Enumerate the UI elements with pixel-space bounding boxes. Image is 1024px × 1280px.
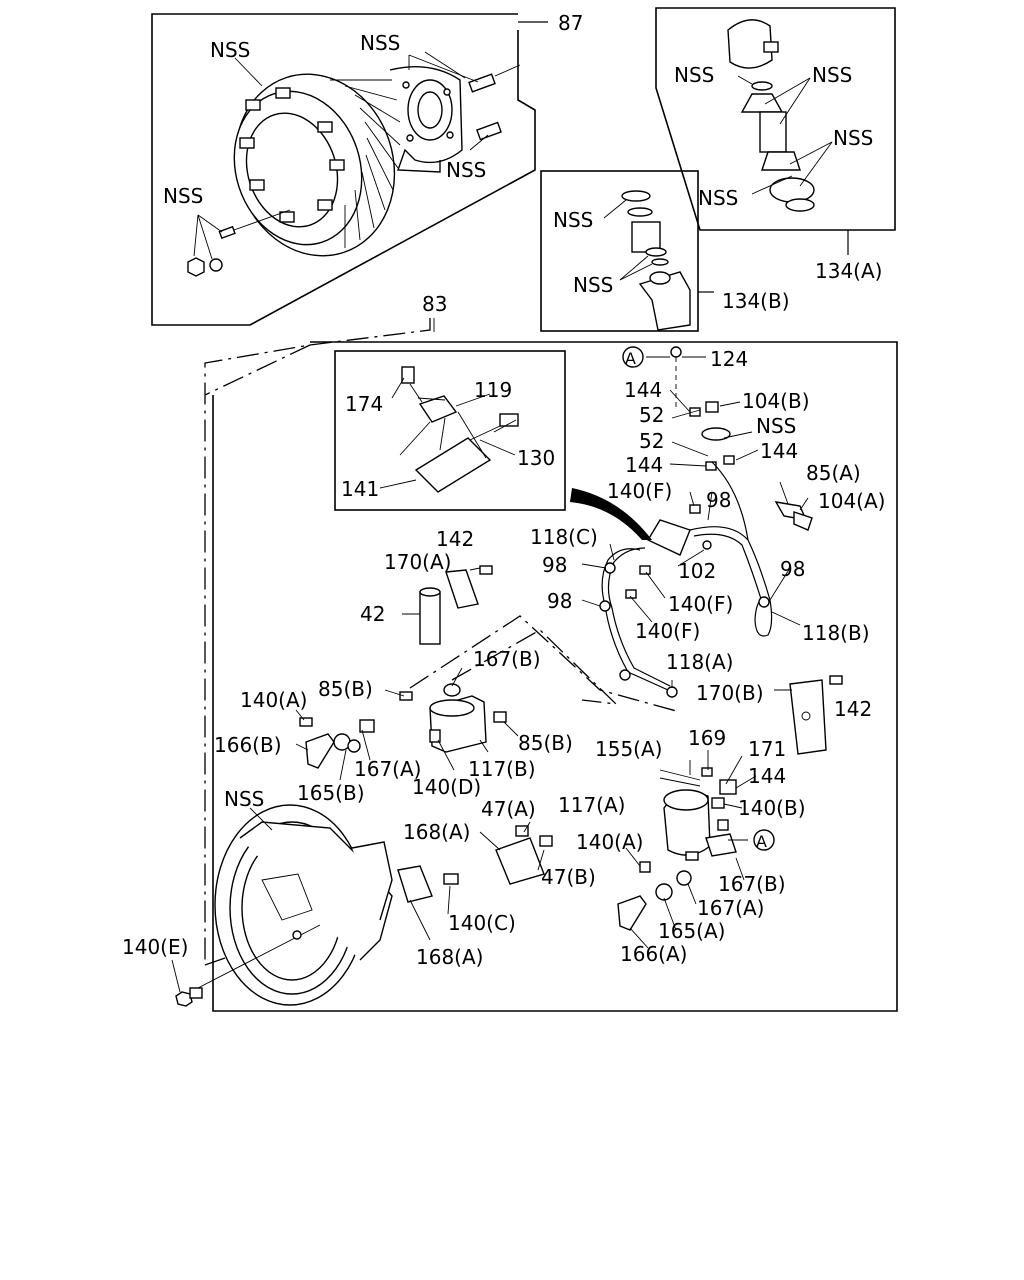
label-118a: 118(A) bbox=[666, 650, 733, 674]
flywheel-housing-drawing bbox=[175, 804, 393, 1007]
label-117a: 117(A) bbox=[558, 793, 625, 817]
label-144-d: 144 bbox=[748, 764, 786, 788]
label-144-b: 144 bbox=[760, 439, 798, 463]
label-130: 130 bbox=[517, 446, 555, 470]
label-167b-b: 167(B) bbox=[718, 872, 786, 896]
label-168a-a: 168(A) bbox=[403, 820, 470, 844]
svg-text:A: A bbox=[625, 349, 636, 368]
fuel-lines-drawing bbox=[570, 346, 813, 698]
label-171: 171 bbox=[748, 737, 786, 761]
label-140d: 140(D) bbox=[412, 775, 481, 799]
sensor-119-drawing bbox=[379, 366, 519, 493]
label-nss-nut: NSS bbox=[163, 184, 203, 208]
label-47a: 47(A) bbox=[481, 797, 536, 821]
label-47b: 47(B) bbox=[541, 865, 596, 889]
label-140f-c: 140(F) bbox=[635, 619, 700, 643]
label-165b: 165(B) bbox=[297, 781, 365, 805]
group-134b-frame bbox=[540, 170, 714, 332]
label-nss-134b-2: NSS bbox=[573, 273, 613, 297]
label-nss-134a-2: NSS bbox=[812, 63, 852, 87]
label-117b: 117(B) bbox=[468, 757, 536, 781]
label-167a-b: 167(A) bbox=[697, 896, 764, 920]
label-118c: 118(C) bbox=[530, 525, 598, 549]
label-98-c: 98 bbox=[780, 557, 805, 581]
label-140b: 140(B) bbox=[738, 796, 806, 820]
label-83: 83 bbox=[422, 292, 447, 316]
label-119: 119 bbox=[474, 378, 512, 402]
label-85b-a: 85(B) bbox=[318, 677, 373, 701]
flywheel-fan-drawing bbox=[187, 73, 401, 277]
label-nss-134b-1: NSS bbox=[553, 208, 593, 232]
svg-text:A: A bbox=[756, 832, 767, 851]
label-124: 124 bbox=[710, 347, 748, 371]
label-155a: 155(A) bbox=[595, 737, 662, 761]
solenoid-117b-drawing bbox=[399, 615, 681, 753]
label-104a: 104(A) bbox=[818, 489, 885, 513]
label-141: 141 bbox=[341, 477, 379, 501]
circle-a-marker-bottom: A bbox=[753, 829, 775, 851]
pump-assembly-134a-drawing bbox=[727, 19, 833, 212]
label-98-a: 98 bbox=[706, 488, 731, 512]
label-165a: 165(A) bbox=[658, 919, 725, 943]
inset-119-frame bbox=[334, 350, 566, 511]
label-52-b: 52 bbox=[639, 429, 664, 453]
leader-lines bbox=[171, 51, 809, 993]
label-nss-134a-3: NSS bbox=[833, 126, 873, 150]
label-170b: 170(B) bbox=[696, 681, 764, 705]
label-142-b: 142 bbox=[834, 697, 872, 721]
plates-168a-drawing bbox=[397, 825, 553, 903]
bracket-166a-drawing bbox=[617, 861, 692, 931]
label-174: 174 bbox=[345, 392, 383, 416]
label-166a: 166(A) bbox=[620, 942, 687, 966]
label-102: 102 bbox=[678, 559, 716, 583]
label-nss-bolt: NSS bbox=[446, 158, 486, 182]
group-83-frame bbox=[204, 318, 898, 1012]
label-140f-b: 140(F) bbox=[668, 592, 733, 616]
circle-a-marker-top: A bbox=[622, 346, 644, 368]
label-nss-flywheel: NSS bbox=[210, 38, 250, 62]
label-nss-housing: NSS bbox=[360, 31, 400, 55]
pump-assembly-134b-drawing bbox=[603, 190, 691, 331]
label-85a: 85(A) bbox=[806, 461, 861, 485]
label-140f-a: 140(F) bbox=[607, 479, 672, 503]
label-170a: 170(A) bbox=[384, 550, 451, 574]
label-167b-a: 167(B) bbox=[473, 647, 541, 671]
label-144-c: 144 bbox=[625, 453, 663, 477]
label-134b: 134(B) bbox=[722, 289, 790, 313]
label-87: 87 bbox=[558, 11, 583, 35]
label-144-a: 144 bbox=[624, 378, 662, 402]
label-85b-b: 85(B) bbox=[518, 731, 573, 755]
label-140c: 140(C) bbox=[448, 911, 516, 935]
label-169: 169 bbox=[688, 726, 726, 750]
label-42: 42 bbox=[360, 602, 385, 626]
group-87-frame bbox=[151, 13, 548, 326]
label-nss-134a-1: NSS bbox=[674, 63, 714, 87]
label-140a-a: 140(A) bbox=[240, 688, 307, 712]
label-98-b: 98 bbox=[542, 553, 567, 577]
label-168a-b: 168(A) bbox=[416, 945, 483, 969]
label-140e: 140(E) bbox=[122, 935, 188, 959]
label-134a: 134(A) bbox=[815, 259, 882, 283]
bracket-166b-drawing bbox=[299, 717, 375, 769]
label-52-a: 52 bbox=[639, 403, 664, 427]
label-98-d: 98 bbox=[547, 589, 572, 613]
label-166b: 166(B) bbox=[214, 733, 282, 757]
label-118b: 118(B) bbox=[802, 621, 870, 645]
label-nss-134a-4: NSS bbox=[698, 186, 738, 210]
bearing-housing-drawing bbox=[389, 54, 521, 173]
group-134a-frame bbox=[655, 7, 896, 255]
label-nss-flywheel-housing: NSS bbox=[224, 787, 264, 811]
plate-170b-drawing bbox=[789, 675, 843, 755]
label-167a-a: 167(A) bbox=[354, 757, 421, 781]
flywheel-bolt-nut bbox=[187, 209, 291, 277]
solenoid-117a-drawing bbox=[659, 767, 737, 861]
label-140a-b: 140(A) bbox=[576, 830, 643, 854]
pump-42-drawing bbox=[402, 565, 493, 645]
label-142-a: 142 bbox=[436, 527, 474, 551]
label-nss-pipe: NSS bbox=[756, 414, 796, 438]
label-104b: 104(B) bbox=[742, 389, 810, 413]
